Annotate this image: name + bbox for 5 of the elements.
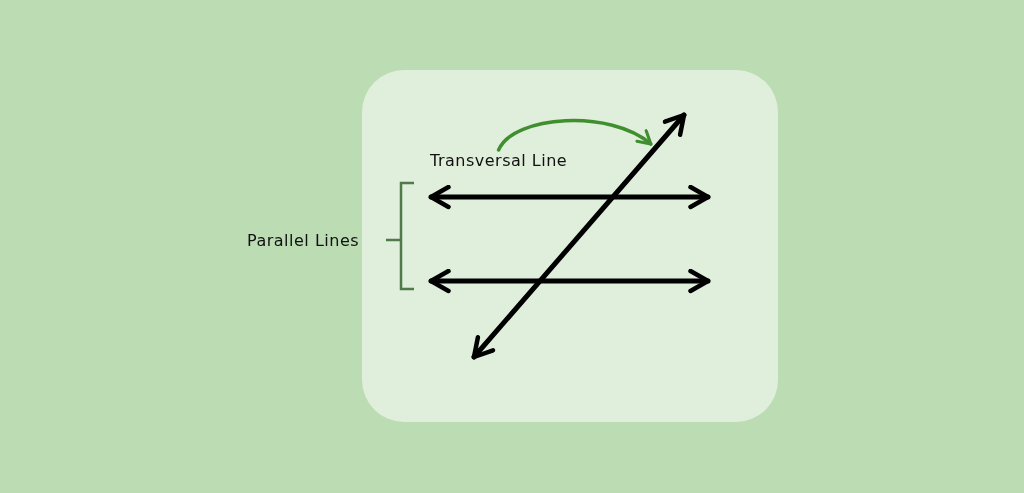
annotation-text: Parallel Lines (247, 231, 360, 250)
parallel-line (428, 268, 711, 294)
annotation-text: Transversal Line (430, 151, 568, 170)
leader-line (496, 119, 653, 152)
parallel-line (428, 184, 711, 210)
